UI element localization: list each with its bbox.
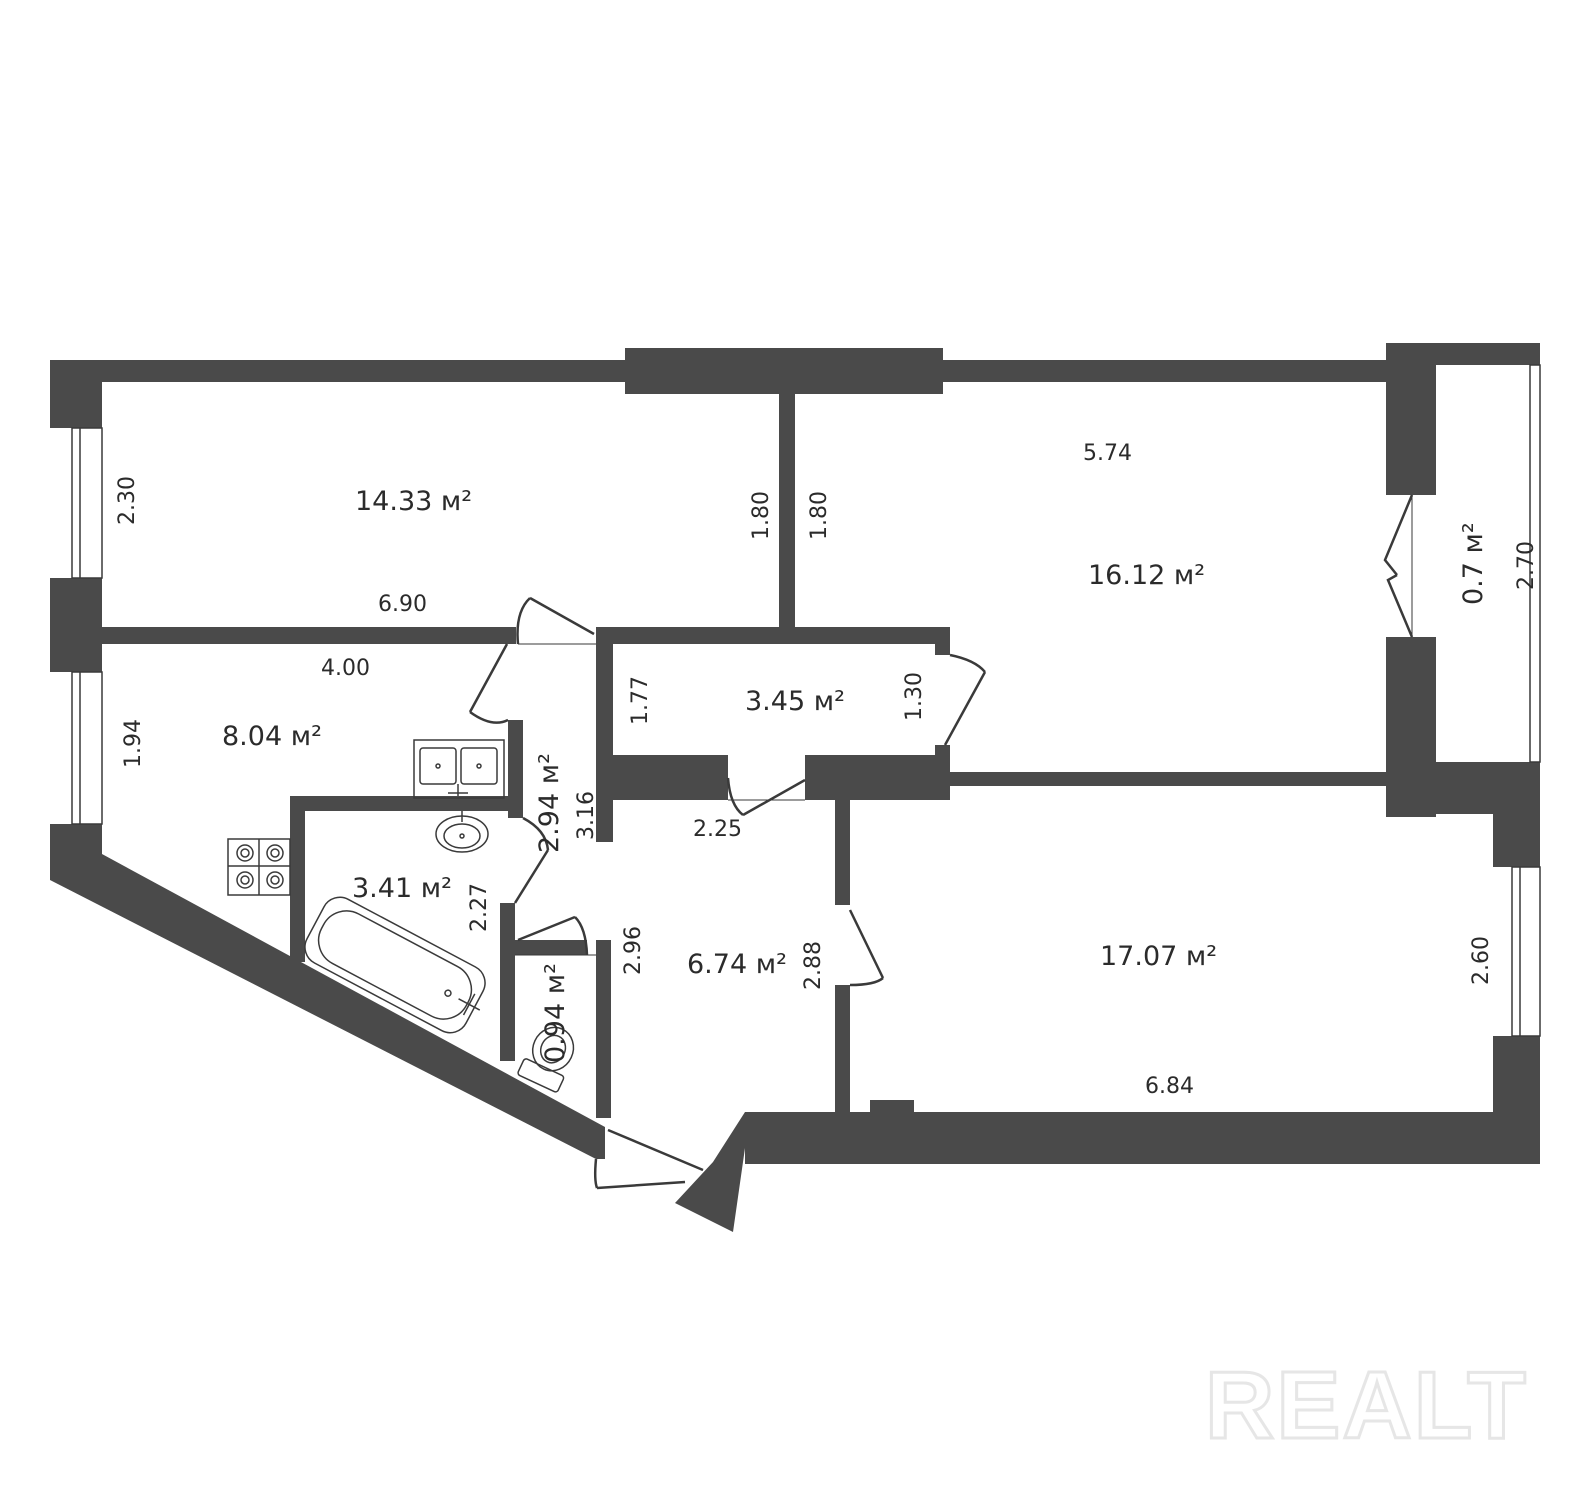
dim-label: 2.60 (1469, 936, 1494, 985)
bathtub-icon (304, 896, 486, 1034)
area-room-bottom-right: 17.07 м² (1100, 941, 1217, 972)
area-kitchen: 8.04 м² (222, 721, 322, 752)
dim-label: 2.30 (115, 476, 140, 525)
dim-label: 1.77 (628, 676, 653, 725)
walls (50, 343, 1540, 1232)
area-labels: 14.33 м² 16.12 м² 0.7 м² 8.04 м² 3.45 м²… (222, 486, 1489, 1063)
dimension-labels: 2.30 6.90 1.80 1.80 5.74 2.70 4.00 1.94 … (115, 441, 1539, 1099)
dim-label: 1.80 (749, 491, 774, 540)
area-room-top-right: 16.12 м² (1088, 560, 1205, 591)
dim-label: 5.74 (1083, 441, 1132, 466)
doors (468, 494, 1414, 1190)
area-storage: 3.45 м² (745, 686, 845, 717)
area-toilet: 0.94 м² (540, 963, 571, 1063)
area-hallway: 6.74 м² (687, 949, 787, 980)
window-balcony (1529, 364, 1541, 763)
washbasin-icon (435, 811, 489, 853)
dim-label: 4.00 (321, 656, 370, 681)
window-right-bottom (1511, 866, 1541, 1037)
area-corridor-small: 2.94 м² (534, 753, 565, 853)
toilet-icon (517, 1026, 575, 1093)
window-left-top (71, 427, 103, 579)
stove-icon (227, 838, 291, 896)
kitchen-sink-icon (413, 739, 505, 799)
dim-label: 1.94 (121, 719, 146, 768)
dim-label: 2.96 (621, 926, 646, 975)
watermark-logo: REALT (1205, 1352, 1528, 1459)
windows (71, 364, 1541, 1037)
dim-label: 2.27 (467, 883, 492, 932)
dim-label: 2.88 (801, 941, 826, 990)
dim-label: 1.80 (807, 491, 832, 540)
dim-label: 1.30 (902, 672, 927, 721)
dim-label: 2.70 (1514, 541, 1539, 590)
area-room-top-left: 14.33 м² (355, 486, 472, 517)
dim-label: 2.25 (693, 817, 742, 842)
area-balcony: 0.7 м² (1458, 522, 1489, 605)
dim-label: 6.84 (1145, 1074, 1194, 1099)
dim-label: 6.90 (378, 592, 427, 617)
dim-label: 3.16 (574, 791, 599, 840)
area-bathroom: 3.41 м² (352, 873, 452, 904)
window-left-bottom (71, 671, 103, 825)
